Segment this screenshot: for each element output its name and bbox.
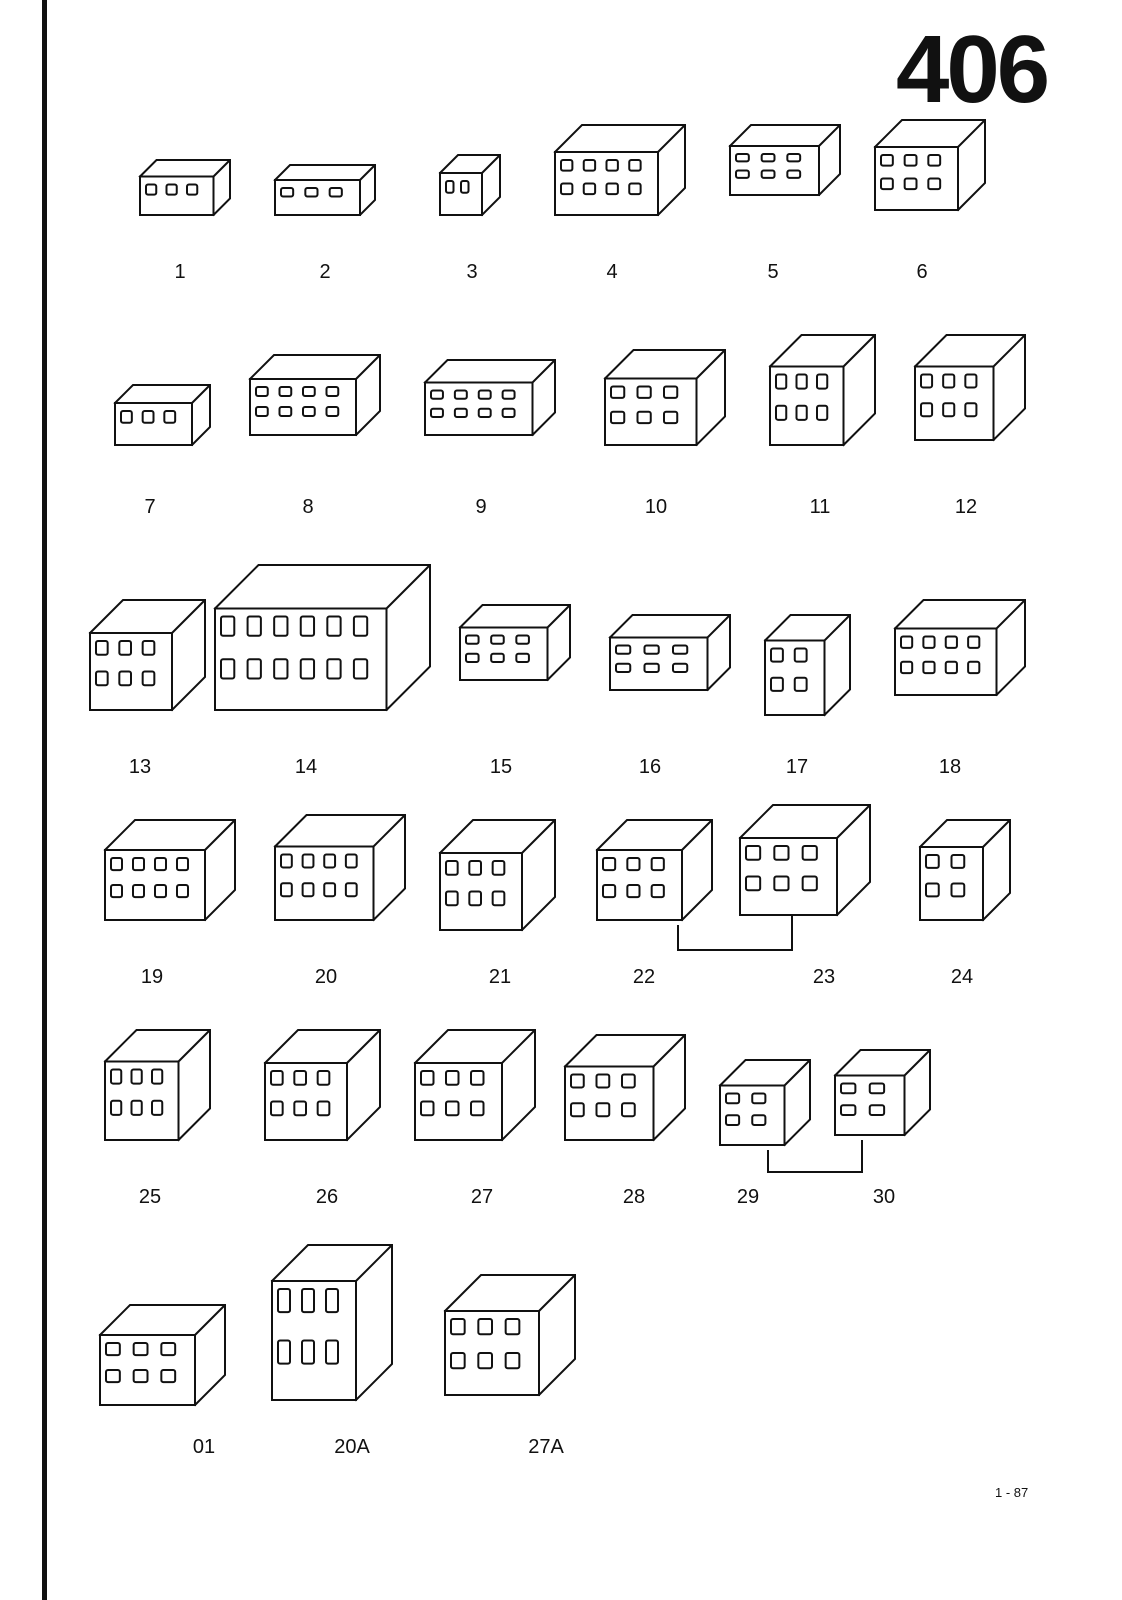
connector-drawing-2 bbox=[273, 164, 376, 217]
connector-drawing-23 bbox=[738, 804, 871, 917]
part-label: 20A bbox=[334, 1436, 370, 1458]
part-label: 12 bbox=[954, 496, 978, 518]
connector-drawing-24 bbox=[918, 819, 1011, 922]
connector-drawing-27 bbox=[413, 1029, 536, 1142]
part-label: 3 bbox=[466, 261, 478, 283]
connector-drawing-28 bbox=[563, 1034, 686, 1142]
part-label: 01 bbox=[192, 1436, 216, 1458]
part-label: 29 bbox=[736, 1186, 760, 1208]
part-label: 10 bbox=[644, 496, 668, 518]
connector-drawing-1 bbox=[138, 159, 231, 217]
part-label: 5 bbox=[767, 261, 779, 283]
connector-drawing-15 bbox=[458, 604, 571, 682]
part-label: 22 bbox=[632, 966, 656, 988]
part-label: 30 bbox=[872, 1186, 896, 1208]
part-label: 17 bbox=[785, 756, 809, 778]
part-label: 23 bbox=[812, 966, 836, 988]
connector-drawing-21 bbox=[438, 819, 556, 932]
part-label: 6 bbox=[916, 261, 928, 283]
connector-drawing-26 bbox=[263, 1029, 381, 1142]
connector-drawing-14 bbox=[213, 564, 431, 712]
date-code: 1 - 87 bbox=[995, 1485, 1029, 1500]
page-number: 406 bbox=[896, 16, 1050, 123]
connector-drawing-18 bbox=[893, 599, 1026, 697]
part-label: 24 bbox=[950, 966, 974, 988]
part-label: 27A bbox=[528, 1436, 564, 1458]
part-label: 27 bbox=[470, 1186, 494, 1208]
connector-drawing-27A bbox=[443, 1274, 576, 1397]
connector-drawing-25 bbox=[103, 1029, 211, 1142]
connector-drawing-10 bbox=[603, 349, 726, 447]
part-label: 11 bbox=[809, 496, 831, 518]
part-label: 13 bbox=[128, 756, 152, 778]
part-label: 4 bbox=[606, 261, 618, 283]
connector-drawing-20 bbox=[273, 814, 406, 922]
part-label: 7 bbox=[144, 496, 156, 518]
part-label: 21 bbox=[488, 966, 512, 988]
part-label: 18 bbox=[938, 756, 962, 778]
part-label: 20 bbox=[314, 966, 338, 988]
connector-drawing-9 bbox=[423, 359, 556, 437]
connector-drawing-16 bbox=[608, 614, 731, 692]
part-label: 16 bbox=[638, 756, 662, 778]
connector-drawing-7 bbox=[113, 384, 211, 447]
connector-drawing-30 bbox=[833, 1049, 931, 1137]
part-label: 1 bbox=[174, 261, 186, 283]
bracket-22-23 bbox=[677, 915, 793, 951]
connector-drawing-20A bbox=[270, 1244, 393, 1402]
connector-drawing-19 bbox=[103, 819, 236, 922]
connector-drawing-22 bbox=[595, 819, 713, 922]
part-label: 19 bbox=[140, 966, 164, 988]
part-label: 2 bbox=[319, 261, 331, 283]
connector-drawing-5 bbox=[728, 124, 841, 197]
part-label: 8 bbox=[302, 496, 314, 518]
part-label: 15 bbox=[489, 756, 513, 778]
page-border-line bbox=[42, 0, 47, 1600]
connector-drawing-4 bbox=[553, 124, 686, 217]
connector-drawing-01 bbox=[98, 1304, 226, 1407]
connector-drawing-3 bbox=[438, 154, 501, 217]
connector-drawing-8 bbox=[248, 354, 381, 437]
connector-drawing-29 bbox=[718, 1059, 811, 1147]
connector-drawing-6 bbox=[873, 119, 986, 212]
part-label: 25 bbox=[138, 1186, 162, 1208]
connector-drawing-12 bbox=[913, 334, 1026, 442]
part-label: 9 bbox=[475, 496, 487, 518]
part-label: 26 bbox=[315, 1186, 339, 1208]
connector-drawing-17 bbox=[763, 614, 851, 717]
part-label: 28 bbox=[622, 1186, 646, 1208]
part-label: 14 bbox=[294, 756, 318, 778]
bracket-29-30 bbox=[767, 1140, 863, 1173]
connector-drawing-11 bbox=[768, 334, 876, 447]
connector-drawing-13 bbox=[88, 599, 206, 712]
